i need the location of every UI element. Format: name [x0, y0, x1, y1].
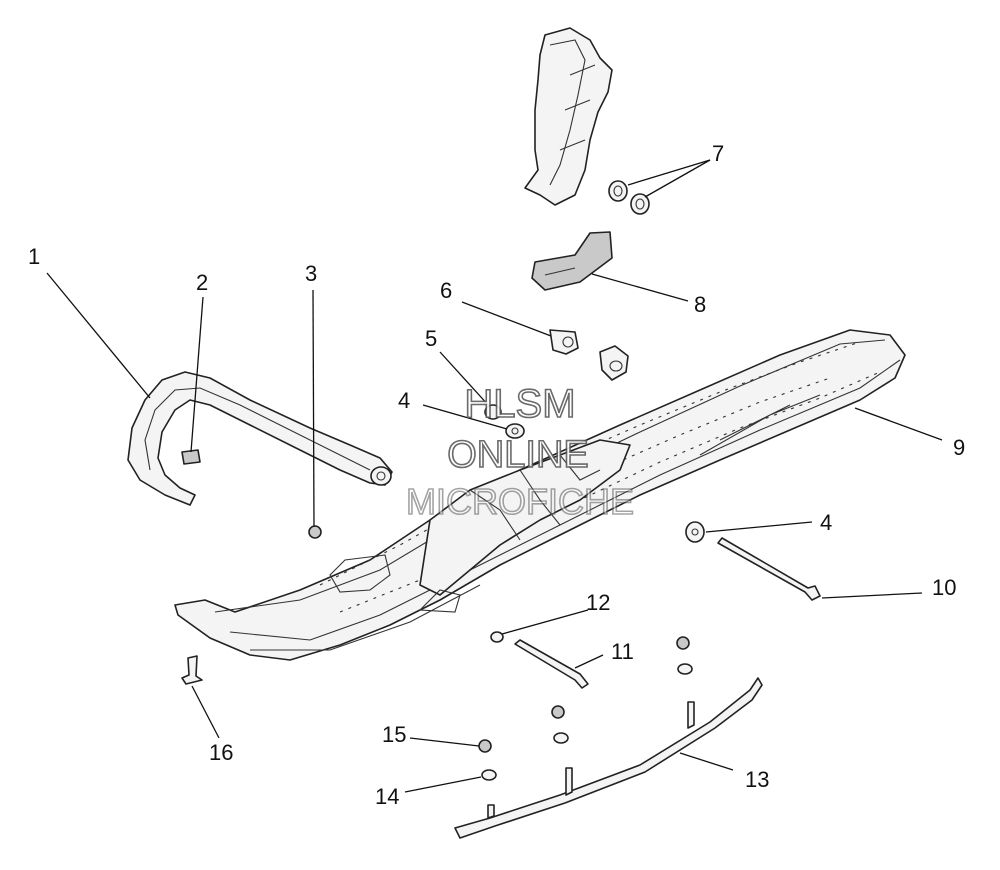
leader-lines: [46, 159, 943, 793]
callout-16: 16: [209, 740, 233, 765]
ski-body: [174, 329, 906, 661]
watermark: HLSM ONLINE MICROFICHE: [405, 381, 635, 523]
spindle-bushings-7: [608, 180, 650, 215]
bushing-6: [549, 329, 629, 381]
handle-nut: [181, 449, 201, 465]
callout-11: 11: [611, 639, 634, 664]
washer-4-upper: [505, 423, 525, 439]
spindle: [524, 27, 613, 206]
small-nut-3: [308, 525, 322, 539]
pin-16: [181, 655, 203, 685]
ski-handle: [127, 371, 393, 506]
bolt-11: [514, 639, 589, 689]
callout-2: 2: [196, 270, 208, 295]
callout-15: 15: [382, 722, 406, 747]
callout-6: 6: [440, 278, 452, 303]
watermark-line1: HLSM: [464, 382, 575, 426]
callout-8: 8: [694, 292, 706, 317]
bolt-10: [717, 537, 821, 601]
washer-5: [484, 404, 502, 420]
callout-4-upper: 4: [398, 388, 410, 413]
wear-bar-13: [454, 677, 763, 839]
callout-labels: 1 2 3 4 5 6 7 8 9 4 10 12 11 13 15 14 16: [28, 141, 965, 809]
callout-5: 5: [425, 326, 437, 351]
callout-13: 13: [745, 767, 769, 792]
callout-4-lower: 4: [820, 510, 832, 535]
callout-3: 3: [305, 261, 317, 286]
watermark-line2: ONLINE: [447, 434, 588, 476]
washer-4-lower: [685, 521, 705, 543]
callout-10: 10: [932, 575, 956, 600]
bumper-8: [531, 231, 613, 291]
washer-12: [490, 631, 504, 643]
callout-7: 7: [712, 141, 724, 166]
callout-14: 14: [375, 784, 399, 809]
watermark-line3: MICROFICHE: [406, 481, 634, 522]
callout-9: 9: [953, 435, 965, 460]
callout-12: 12: [586, 590, 610, 615]
callout-1: 1: [28, 244, 40, 269]
